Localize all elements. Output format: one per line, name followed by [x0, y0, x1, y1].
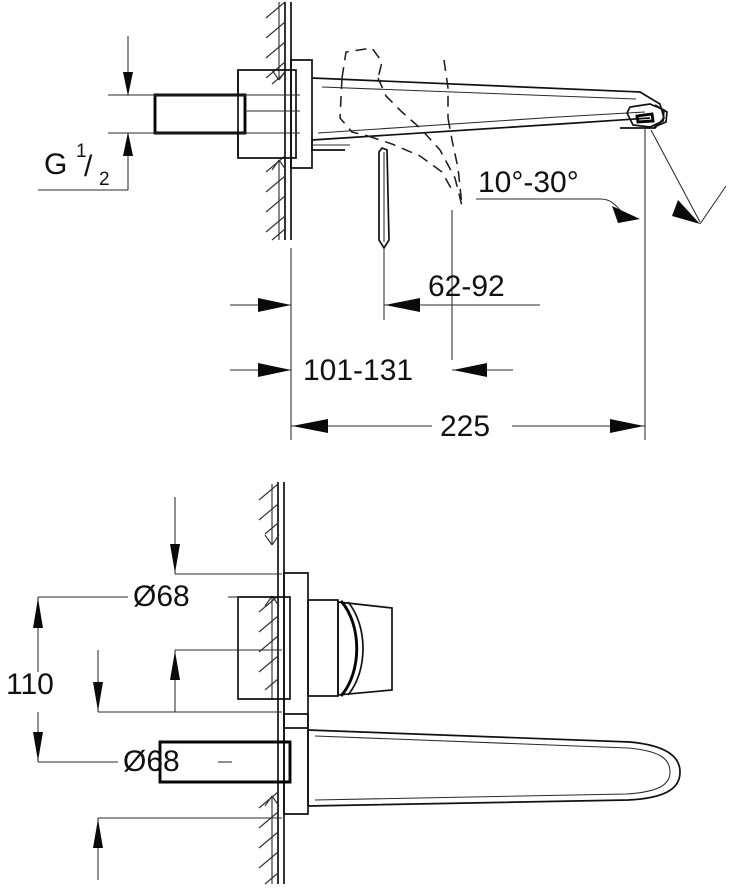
aerator-outlet-detail [626, 103, 668, 128]
label-center-distance: 110 [6, 668, 54, 701]
dimension-center-distance: 110 [6, 597, 54, 762]
wall-hatching-upper [265, 1, 287, 85]
label-total-length: 225 [440, 410, 490, 443]
label-thread-size-slash: / [84, 150, 93, 183]
label-thread-size-denominator: 2 [99, 169, 110, 190]
label-depth-range: 62-92 [428, 270, 505, 303]
handle-phantom-outline [339, 47, 463, 207]
dimension-diameter-upper: Ø68 [38, 580, 240, 613]
handle-assembly-bottom [237, 572, 393, 729]
wall-hatching-bottom-middle [258, 595, 280, 700]
wall-section-bottom [258, 482, 285, 885]
wall-section-top [265, 1, 292, 241]
label-escutcheon-diameter-upper: Ø68 [133, 580, 190, 613]
wall-hatching-bottom-upper [258, 483, 280, 546]
dimension-g-half: G 1 / 2 [38, 36, 160, 191]
bottom-view-group: Ø68 Ø68 110 [6, 482, 681, 885]
label-thread-size-numerator: 1 [76, 141, 87, 162]
dimension-helper-arrows-bottom [93, 497, 282, 880]
label-thread-size-prefix: G [44, 148, 67, 181]
label-projection-range: 101-131 [303, 354, 413, 387]
escutcheon-plate-top [290, 59, 313, 169]
label-escutcheon-diameter-lower: Ø68 [123, 745, 180, 778]
top-view-group: G 1 / 2 10°-30° [38, 1, 727, 443]
label-angle-range: 10°-30° [478, 166, 579, 199]
spout-assembly-bottom [158, 713, 681, 815]
wall-hatching-lower [265, 155, 287, 241]
dimension-depth-range: 62-92 [383, 210, 540, 360]
spout-body-top [311, 77, 668, 250]
inlet-pipe-top [153, 69, 300, 159]
dimension-projection-range: 101-131 [230, 248, 513, 440]
spout-stem-detail [378, 146, 390, 250]
dimension-diameter-lower: Ø68 [38, 745, 232, 778]
wall-hatching-bottom-lower [258, 791, 280, 885]
dimension-total-length: 225 [291, 248, 646, 443]
dimension-angle-range: 10°-30° [476, 128, 727, 248]
